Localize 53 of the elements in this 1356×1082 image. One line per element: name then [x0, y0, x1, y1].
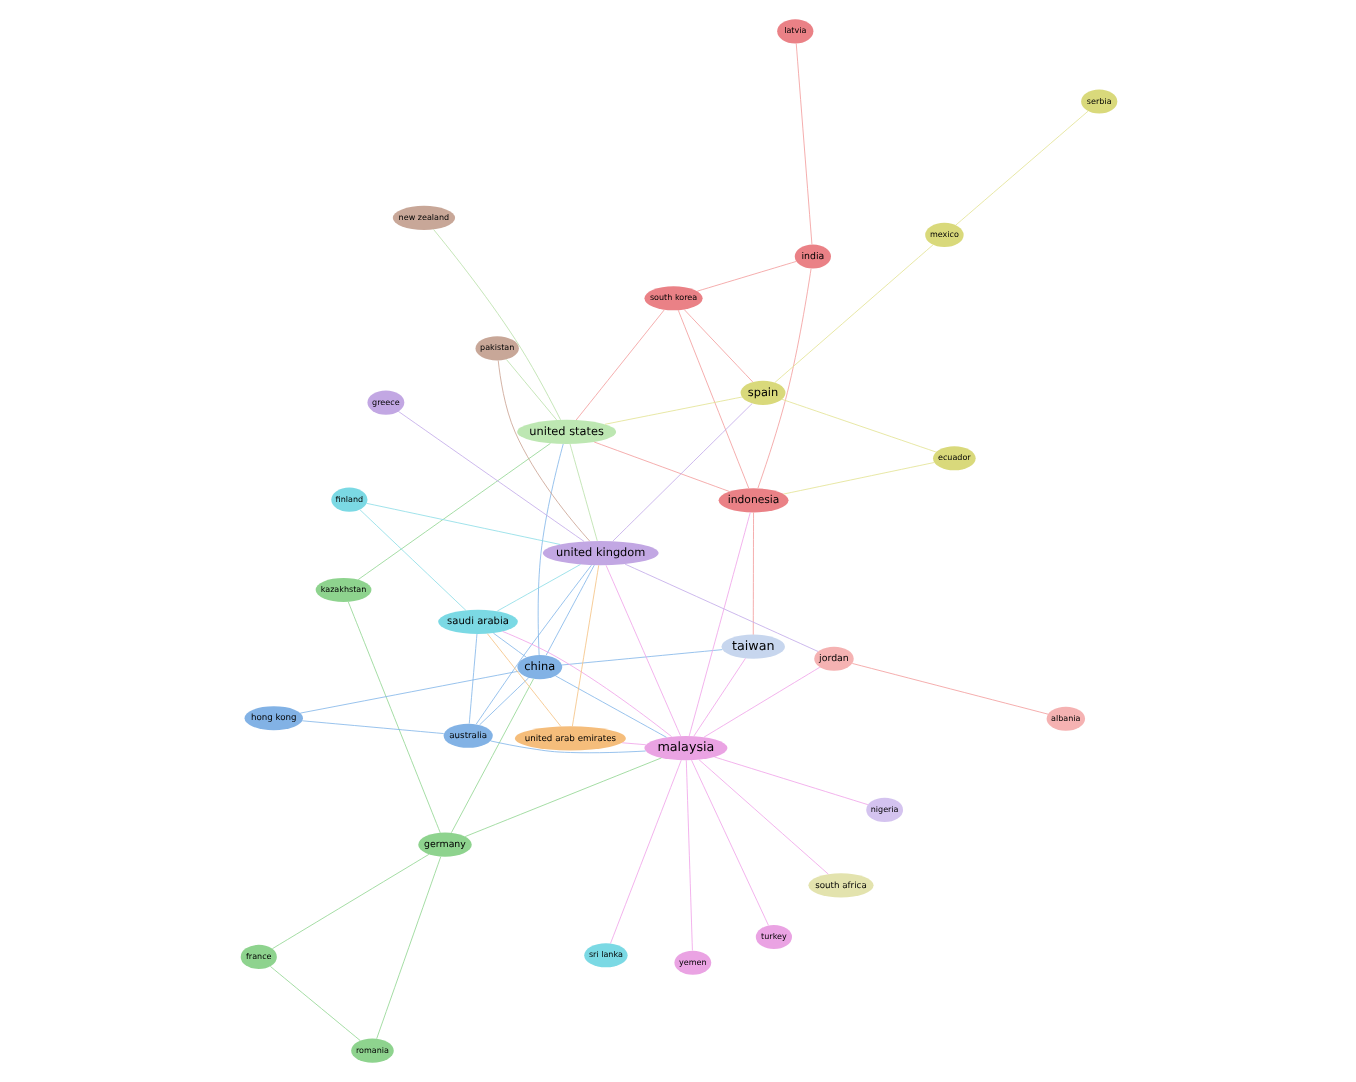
- connector: [782, 462, 934, 495]
- connector: [568, 443, 597, 542]
- connector: [554, 675, 666, 738]
- connector: [298, 670, 519, 714]
- connector: [489, 740, 645, 754]
- connector: [751, 512, 753, 635]
- connector: [684, 759, 692, 951]
- connector: [592, 441, 729, 492]
- connector: [574, 309, 664, 421]
- connector: [501, 631, 671, 737]
- connector: [505, 359, 557, 421]
- connector: [268, 966, 360, 1041]
- connector: [695, 261, 796, 292]
- connector: [603, 396, 742, 425]
- connector: [690, 759, 768, 926]
- connector: [682, 309, 753, 383]
- connector: [544, 564, 594, 656]
- connector: [713, 756, 868, 806]
- connector: [432, 229, 560, 421]
- connector: [676, 309, 749, 489]
- connector: [301, 720, 444, 734]
- connector: [687, 512, 750, 737]
- connector: [604, 564, 680, 737]
- connector: [449, 678, 533, 834]
- connector: [375, 856, 441, 1040]
- connector: [609, 759, 681, 944]
- connector: [358, 509, 466, 611]
- connector: [474, 564, 591, 725]
- connector: [692, 657, 745, 737]
- connector: [570, 564, 599, 727]
- connector: [495, 564, 580, 612]
- connector: [954, 110, 1088, 226]
- connector: [611, 403, 752, 542]
- connector: [496, 360, 590, 542]
- connector: [623, 563, 818, 652]
- connector: [560, 649, 722, 666]
- connector: [756, 268, 811, 489]
- connector: [780, 398, 936, 453]
- connector: [478, 677, 528, 726]
- connector: [467, 633, 477, 724]
- connector: [491, 632, 526, 658]
- connector: [397, 411, 584, 542]
- connector: [536, 443, 563, 656]
- connector: [346, 601, 440, 834]
- connector: [850, 663, 1048, 715]
- connector: [620, 742, 646, 746]
- connector: [702, 666, 820, 738]
- connector: [365, 502, 560, 545]
- connector: [794, 43, 812, 245]
- connector: [463, 757, 661, 837]
- connector: [356, 443, 550, 580]
- connector: [697, 759, 828, 875]
- connector: [271, 853, 429, 950]
